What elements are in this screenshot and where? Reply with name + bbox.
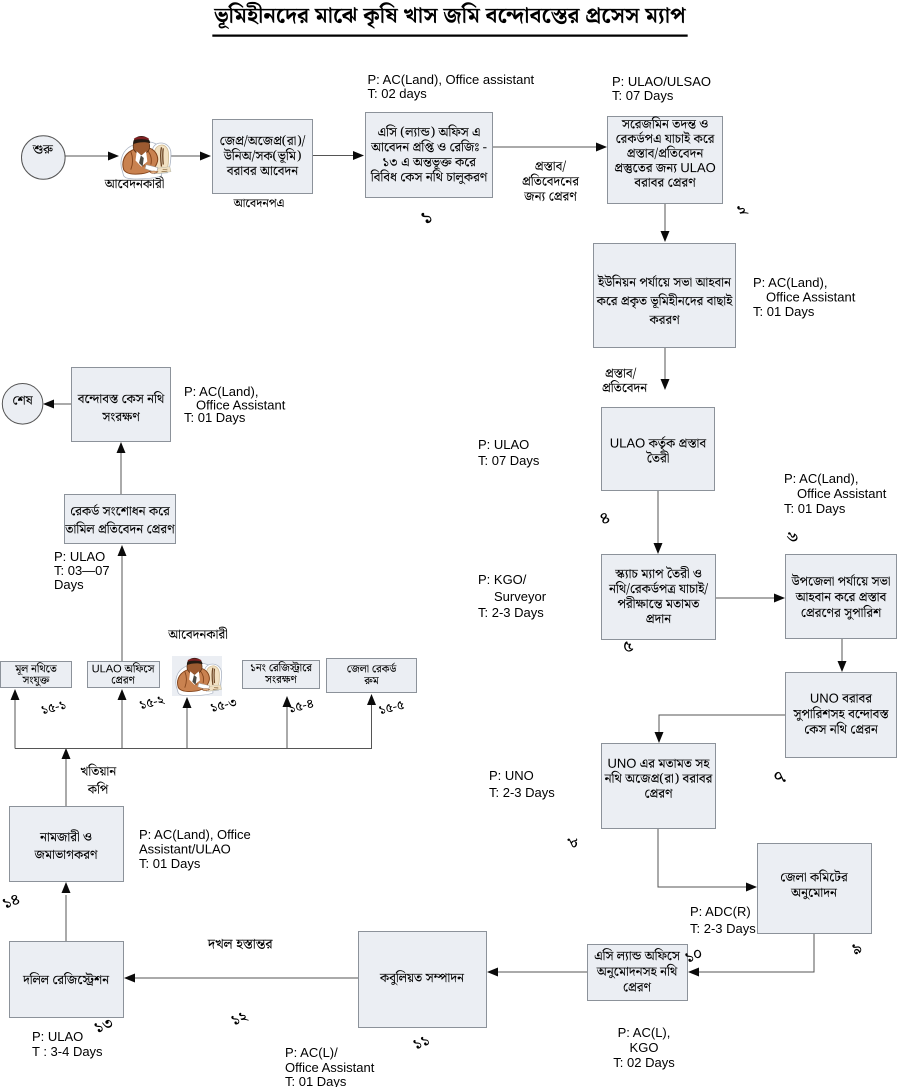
svg-text:P: AC(Land), Office assistant: P: AC(Land), Office assistant — [368, 72, 535, 87]
svg-text:P: AC(Land), Office: P: AC(Land), Office — [139, 827, 251, 842]
svg-text:Surveyor: Surveyor — [494, 589, 547, 604]
svg-text:P: ULAO/ULSAO: P: ULAO/ULSAO — [612, 74, 711, 89]
svg-text:T: 01 Days: T: 01 Days — [285, 1074, 347, 1087]
svg-text:Office Assistant: Office Assistant — [285, 1060, 375, 1075]
svg-text:Office Assistant: Office Assistant — [766, 290, 856, 305]
svg-text:T: 02 Days: T: 02 Days — [613, 1055, 675, 1070]
svg-text:P: AC(L)/: P: AC(L)/ — [285, 1045, 338, 1060]
svg-text:Office Assistant: Office Assistant — [196, 398, 286, 413]
svg-text:P: UNO: P: UNO — [489, 768, 534, 783]
svg-text:P: ULAO: P: ULAO — [32, 1029, 83, 1044]
svg-text:T: 07 Days: T: 07 Days — [478, 453, 540, 468]
svg-text:T: 01 Days: T: 01 Days — [184, 410, 246, 425]
svg-text:T: 03—07: T: 03—07 — [54, 563, 110, 578]
svg-text:P: AC(Land),: P: AC(Land), — [784, 471, 858, 486]
svg-text:P: AC(L),: P: AC(L), — [618, 1025, 671, 1040]
svg-text:T: 2-3 Days: T: 2-3 Days — [478, 605, 544, 620]
svg-text:T: 02 days: T: 02 days — [368, 86, 428, 101]
svg-text:T: 01 Days: T: 01 Days — [139, 856, 201, 871]
svg-text:KGO: KGO — [630, 1040, 659, 1055]
svg-text:T: 01 Days: T: 01 Days — [753, 304, 815, 319]
svg-text:P: KGO/: P: KGO/ — [478, 572, 527, 587]
svg-text:P: ADC(R): P: ADC(R) — [690, 904, 751, 919]
svg-text:P: AC(Land),: P: AC(Land), — [184, 384, 258, 399]
svg-text:T: 2-3 Days: T: 2-3 Days — [690, 921, 756, 936]
svg-text:P: AC(Land),: P: AC(Land), — [753, 275, 827, 290]
svg-text:Days: Days — [54, 577, 84, 592]
svg-text:Assistant/ULAO: Assistant/ULAO — [139, 842, 231, 857]
svg-text:T: 01 Days: T: 01 Days — [784, 501, 846, 516]
svg-text:P: ULAO: P: ULAO — [478, 437, 529, 452]
svg-text:Office Assistant: Office Assistant — [797, 486, 887, 501]
svg-text:T : 3-4 Days: T : 3-4 Days — [32, 1044, 103, 1059]
svg-text:P: ULAO: P: ULAO — [54, 549, 105, 564]
svg-text:T: 2-3 Days: T: 2-3 Days — [489, 785, 555, 800]
svg-text:T: 07 Days: T: 07 Days — [612, 88, 674, 103]
